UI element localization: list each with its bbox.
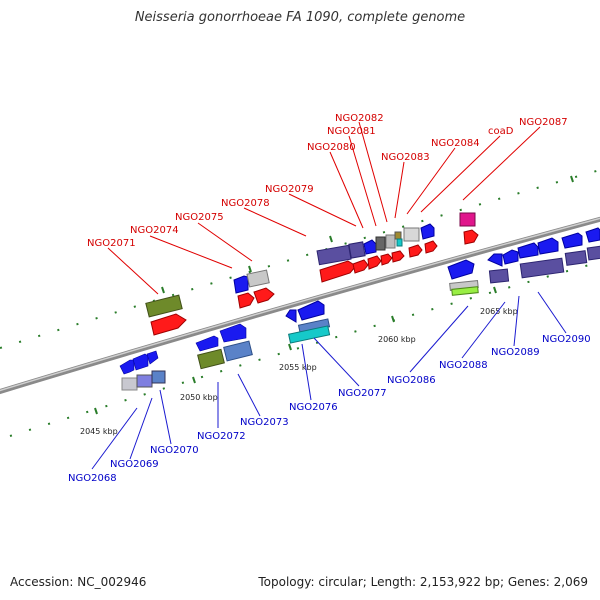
genome-backbone [0,216,600,395]
gene-arrow[interactable] [408,244,423,258]
gene-box[interactable] [519,257,565,279]
gene-arrow[interactable] [424,240,438,254]
genome-summary: Topology: circular; Length: 2,153,922 bp… [258,575,588,589]
gene-box[interactable] [375,236,386,251]
gene-label[interactable]: NGO2073 [240,417,289,428]
gene-arrow[interactable] [447,259,475,280]
scale-label: 2050 kbp [180,393,218,402]
gene-box[interactable] [564,250,588,266]
gene-arrow[interactable] [367,255,382,270]
gene-label[interactable]: NGO2081 [327,126,376,137]
gene-cluster-lower-2 [195,323,253,370]
gene-box[interactable] [197,348,225,370]
gene-arrow[interactable] [420,223,435,240]
gene-arrow[interactable] [561,232,583,249]
gene-label[interactable]: NGO2071 [87,238,136,249]
gene-label[interactable]: NGO2079 [265,184,314,195]
gene-arrow[interactable] [253,287,275,304]
gene-box[interactable] [136,374,153,388]
gene-cluster-upper-4 [459,212,479,245]
gene-label[interactable]: NGO2075 [175,212,224,223]
gene-box[interactable] [451,286,479,296]
gene-cluster-upper-2 [233,269,275,309]
accession-text: Accession: NC_002946 [10,575,147,589]
gene-box[interactable] [121,377,138,391]
gene-box[interactable] [316,244,352,266]
gene-label[interactable]: NGO2089 [491,347,540,358]
gene-label[interactable]: NGO2083 [381,152,430,163]
gene-arrow[interactable] [297,300,325,321]
gene-box[interactable] [288,325,331,344]
major-ticks [94,175,574,415]
gene-arrow[interactable] [132,353,149,371]
gene-label[interactable]: NGO2090 [542,334,591,345]
gene-arrow[interactable] [391,250,405,263]
gene-cluster-lower-5 [487,227,600,284]
leader-lines-top [107,121,541,295]
gene-label[interactable]: NGO2077 [338,388,387,399]
gene-cluster-lower-4 [447,259,479,296]
gene-arrow[interactable] [119,359,135,375]
gene-label[interactable]: NGO2069 [110,459,159,470]
gene-box[interactable] [348,241,366,259]
gene-box[interactable] [586,245,600,261]
gene-arrow[interactable] [195,335,219,352]
gene-cluster-lower-3 [285,300,331,344]
gene-box[interactable] [459,212,476,227]
gene-box[interactable] [385,234,396,249]
gene-label[interactable]: NGO2072 [197,431,246,442]
map-title: Neisseria gonorrhoeae FA 1090, complete … [134,10,466,25]
scale-label: 2045 kbp [80,427,118,436]
gene-label[interactable]: NGO2084 [431,138,480,149]
scale-label: 2055 kbp [279,363,317,372]
gene-box[interactable] [246,269,270,288]
gene-arrow[interactable] [150,313,187,336]
gene-box[interactable] [145,294,183,318]
gene-label[interactable]: NGO2080 [307,142,356,153]
gene-arrow[interactable] [237,292,255,309]
gene-arrow[interactable] [517,242,539,259]
scale-label: 2060 kbp [378,335,416,344]
genome-backbone-highlight [0,217,600,392]
gene-label[interactable]: NGO2070 [150,445,199,456]
gene-arrow[interactable] [585,227,600,243]
gene-box[interactable] [394,231,402,240]
gene-arrow[interactable] [319,260,357,283]
gene-box[interactable] [403,227,420,242]
gene-arrow[interactable] [380,253,393,266]
gene-label[interactable]: NGO2087 [519,117,568,128]
scale-label: 2065 kbp [480,307,518,316]
gene-label[interactable]: NGO2086 [387,375,436,386]
gene-label[interactable]: NGO2068 [68,473,117,484]
gene-label[interactable]: NGO2078 [221,198,270,209]
gene-arrow[interactable] [502,249,519,265]
gene-arrow[interactable] [146,350,159,365]
gene-box[interactable] [151,370,166,384]
gene-cluster-upper-3 [316,223,438,283]
gene-label[interactable]: NGO2074 [130,225,179,236]
gene-arrow[interactable] [363,239,377,255]
gene-cluster-lower-left [119,350,166,391]
gene-arrow[interactable] [233,275,249,294]
gene-arrow[interactable] [487,253,503,267]
gene-arrow[interactable] [352,259,369,274]
gene-arrow[interactable] [219,323,247,343]
gene-arrow[interactable] [537,237,559,255]
gene-label[interactable]: NGO2082 [335,113,384,124]
gene-box[interactable] [223,340,253,362]
gene-arrow[interactable] [463,229,479,245]
gene-label[interactable]: coaD [488,126,514,137]
gene-arrow[interactable] [285,309,297,323]
gene-box[interactable] [488,268,510,284]
gene-label[interactable]: NGO2088 [439,360,488,371]
leader-lines-bottom [91,291,567,470]
gene-box[interactable] [396,238,403,247]
gene-label[interactable]: NGO2076 [289,402,338,413]
gene-cluster-upper-1 [145,294,187,336]
